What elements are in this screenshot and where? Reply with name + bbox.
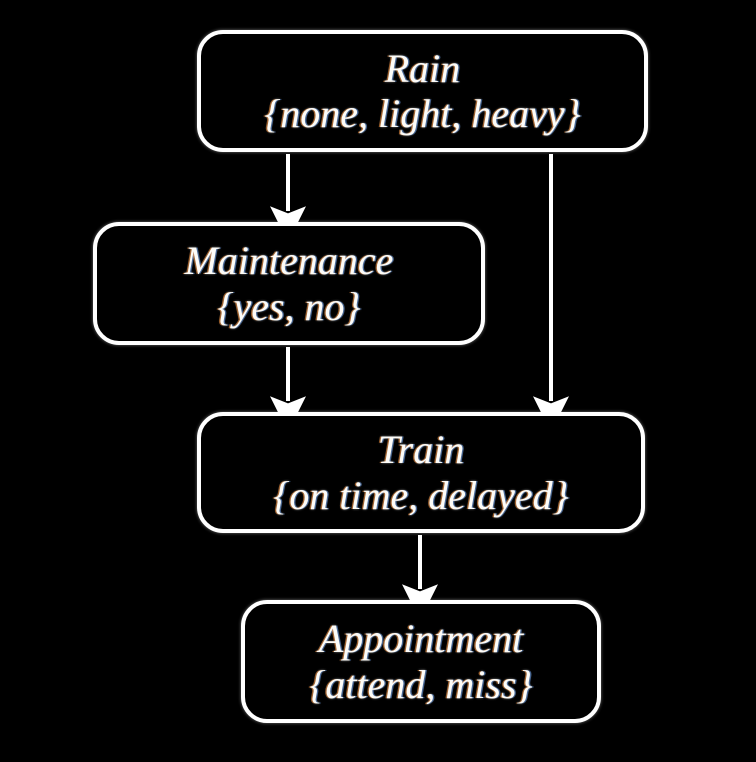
node-appointment-label: Appointment (318, 616, 524, 662)
node-maintenance[interactable]: Maintenance {yes, no} (93, 222, 485, 345)
node-rain-label: Rain (384, 45, 461, 91)
node-rain-states: {none, light, heavy} (264, 91, 581, 136)
node-rain[interactable]: Rain {none, light, heavy} (197, 30, 648, 152)
node-appointment-states: {attend, miss} (309, 661, 533, 707)
node-train-label: Train (377, 427, 465, 473)
node-maintenance-label: Maintenance (184, 238, 394, 284)
node-train-states: {on time, delayed} (273, 472, 569, 518)
node-maintenance-states: {yes, no} (217, 283, 361, 329)
node-train[interactable]: Train {on time, delayed} (197, 412, 645, 533)
node-appointment[interactable]: Appointment {attend, miss} (241, 600, 601, 723)
